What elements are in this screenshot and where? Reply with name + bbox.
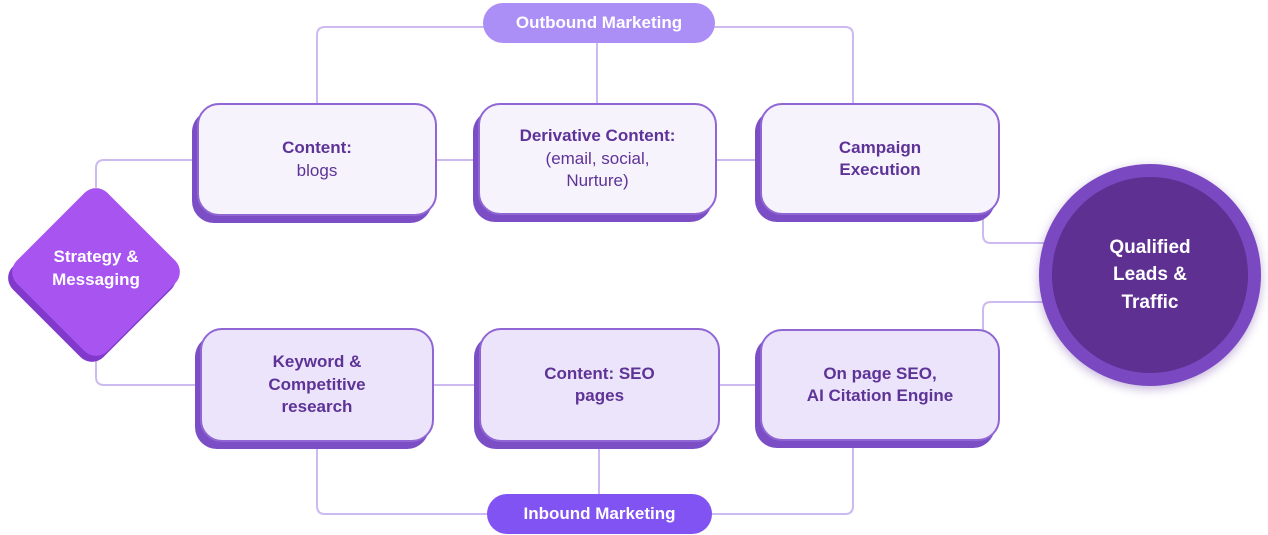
node-campaign-execution-title: Campaign Execution: [838, 137, 922, 179]
edge-inbound-keyword: [316, 441, 488, 515]
node-keyword-research-title: Keyword & Competitive research: [268, 352, 366, 417]
node-content-blogs: Content: blogs: [197, 103, 437, 216]
strategy-label: Strategy & Messaging: [52, 247, 140, 289]
node-content-seo-pages-title: Content: SEO pages: [544, 363, 655, 405]
node-campaign-execution: Campaign Execution: [760, 103, 1000, 215]
node-content-seo-pages: Content: SEO pages: [479, 328, 720, 442]
node-derivative-content-subtitle: (email, social, Nurture): [545, 148, 650, 191]
node-onpage-seo-title: On page SEO, AI Citation Engine: [806, 363, 954, 405]
edge-outbound-campaign: [714, 26, 854, 104]
node-derivative-content: Derivative Content: (email, social, Nurt…: [478, 103, 717, 215]
edge-inbound-onpage: [711, 441, 854, 515]
node-keyword-research: Keyword & Competitive research: [200, 328, 434, 442]
edge-onpage-qualified: [982, 301, 1056, 330]
edge-strategy-keyword: [95, 356, 201, 386]
edge-strategy-content-blogs: [95, 159, 198, 188]
qualified-leads-label: Qualified Leads & Traffic: [1109, 236, 1191, 313]
qualified-leads-circle: Qualified Leads & Traffic: [1052, 177, 1248, 373]
node-onpage-seo: On page SEO, AI Citation Engine: [760, 329, 1000, 441]
outbound-marketing-label: Outbound Marketing: [515, 13, 683, 32]
edge-campaign-qualified: [982, 215, 1056, 244]
node-content-blogs-title: Content:: [282, 138, 352, 158]
node-content-blogs-subtitle: blogs: [296, 160, 338, 180]
qualified-leads-circle-ring: Qualified Leads & Traffic: [1039, 164, 1261, 386]
edge-outbound-content-blogs: [316, 26, 484, 104]
node-derivative-content-title: Derivative Content:: [519, 126, 676, 146]
outbound-marketing-pill: Outbound Marketing: [483, 3, 715, 43]
inbound-marketing-pill: Inbound Marketing: [487, 494, 712, 534]
inbound-marketing-label: Inbound Marketing: [523, 504, 676, 523]
